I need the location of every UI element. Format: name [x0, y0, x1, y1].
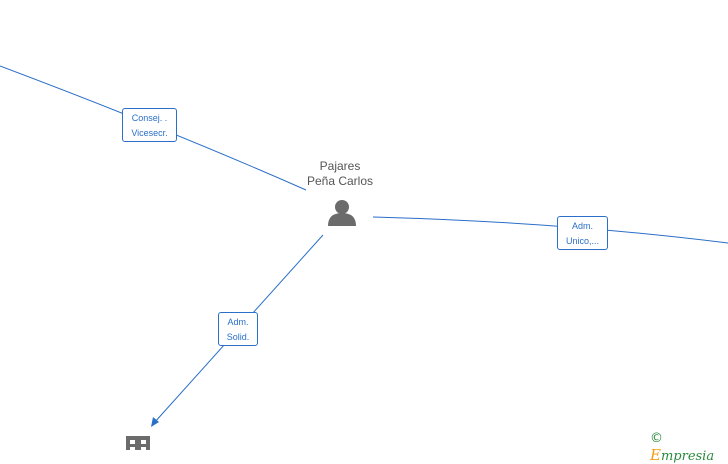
person-icon[interactable]: [328, 200, 356, 226]
person-name-line2: Peña Carlos: [306, 174, 374, 188]
relationship-graph: [0, 65, 728, 450]
empresia-watermark: © Empresia: [650, 430, 728, 464]
building-icon[interactable]: [126, 436, 150, 450]
copyright-icon: ©: [650, 431, 663, 446]
brand-logo-initial: E: [650, 446, 661, 464]
edge-label-right[interactable]: Adm. Unico,...: [557, 216, 608, 250]
person-name-line1: Pajares: [319, 159, 361, 173]
edge-label-line2: Vicesecr.: [131, 128, 168, 138]
edge-label-line2: Unico,...: [565, 236, 599, 246]
edge-line-right: [372, 216, 728, 244]
edge-label-top-left[interactable]: Consej. . Vicesecr.: [122, 108, 177, 142]
edge-label-bottom-left[interactable]: Adm. Solid.: [218, 312, 258, 346]
edge-label-line1: Adm.: [571, 221, 593, 231]
edge-label-line1: Consej. .: [131, 113, 168, 123]
edge-label-line1: Adm.: [227, 317, 249, 327]
arrowhead: [151, 417, 159, 427]
edge-label-line2: Solid.: [226, 332, 250, 342]
person-name-label[interactable]: Pajares Peña Carlos: [290, 159, 390, 189]
brand-logo-text: mpresia: [660, 449, 715, 464]
